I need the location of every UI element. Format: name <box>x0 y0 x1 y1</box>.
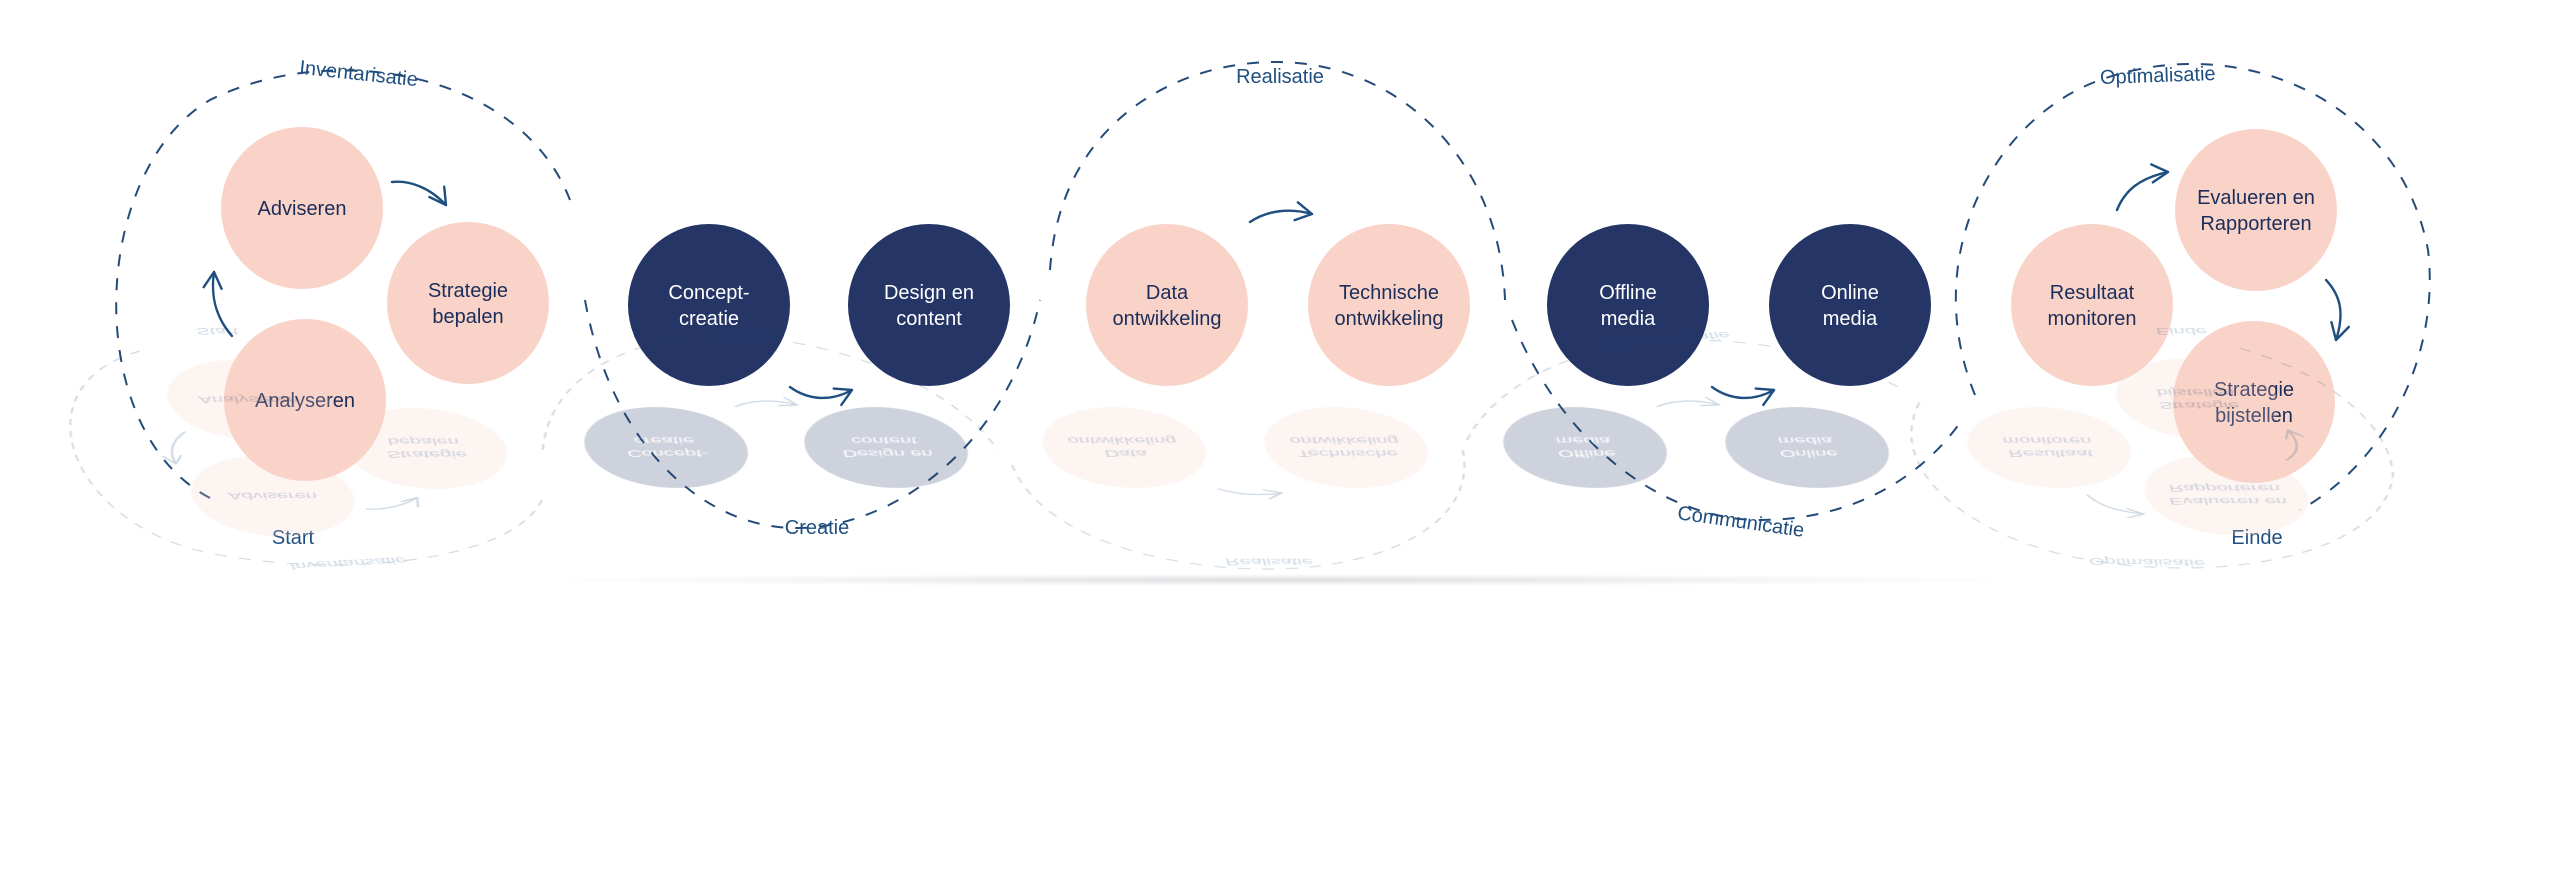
node-circle <box>848 224 1010 386</box>
arrow-adviseren-to-strategie <box>390 180 448 207</box>
arrow-evalueren-to-bijstellen <box>2324 278 2351 342</box>
phase-label-realisatie: Realisatie <box>1236 66 1324 88</box>
phase-label-communicatie: Communicatie <box>1676 502 1806 542</box>
arrow-concept-to-design <box>788 385 854 407</box>
node-analyseren: Analyseren <box>224 319 386 481</box>
phase-labels: Inventarisatie Realisatie OptimalisatieSta… <box>272 57 2283 549</box>
node-label: Adviseren <box>258 198 347 220</box>
node-label: bijstellen <box>2215 405 2293 427</box>
node-strategie-bepalen: Strategie bepalen <box>387 222 549 384</box>
flow-arrows <box>202 163 2351 407</box>
node-offline-media: Offline media <box>1547 224 1709 386</box>
node-resultaat-monitoren: Resultaat monitoren <box>2011 224 2173 386</box>
loop-creatie <box>584 299 1041 530</box>
loop-communicatie <box>1511 319 1963 522</box>
node-label: media <box>1823 308 1878 330</box>
phase-label-optimalisatie: Optimalisatie <box>2100 63 2216 89</box>
node-label: bepalen <box>432 306 503 328</box>
node-label: monitoren <box>2048 308 2137 330</box>
node-strategie-bijstellen: Strategie bijstellen <box>2173 321 2335 483</box>
phase-label-start: Start <box>272 527 315 549</box>
node-circle <box>2011 224 2173 386</box>
node-online-media: Online media <box>1769 224 1931 386</box>
node-circle <box>387 222 549 384</box>
node-label: Resultaat <box>2050 282 2135 304</box>
node-label: Strategie <box>428 280 508 302</box>
node-label: Technische <box>1339 282 1439 304</box>
node-label: Online <box>1821 282 1879 304</box>
node-circle <box>1547 224 1709 386</box>
node-technische-ontwikkeling: Technische ontwikkeling <box>1308 224 1470 386</box>
node-label: content <box>896 308 962 330</box>
node-adviseren: Adviseren <box>221 127 383 289</box>
arrow-resultaat-to-evalueren <box>2115 163 2170 212</box>
phase-label-inventarisatie: Inventarisatie <box>298 57 419 91</box>
dashed-loop-paths <box>115 60 2431 530</box>
arrow-offline-to-online <box>1710 385 1776 407</box>
loop-realisatie <box>1049 60 1506 301</box>
node-circle <box>224 319 386 481</box>
node-label: Evalueren en <box>2197 187 2315 209</box>
node-circle <box>2175 129 2337 291</box>
node-circle <box>221 127 383 289</box>
node-data-ontwikkeling: Data ontwikkeling <box>1086 224 1248 386</box>
loop-optimalisatie <box>1954 63 2431 511</box>
node-label: Strategie <box>2214 379 2294 401</box>
node-label: Data <box>1146 282 1189 304</box>
node-evalueren-en-rapporteren: Evalueren en Rapporteren <box>2175 129 2337 291</box>
node-label: Analyseren <box>255 390 355 412</box>
node-design-en-content: Design en content <box>848 224 1010 386</box>
node-circle <box>1308 224 1470 386</box>
node-label: media <box>1601 308 1656 330</box>
reflection-fade <box>0 590 2560 871</box>
node-circle <box>1086 224 1248 386</box>
node-label: ontwikkeling <box>1113 308 1222 330</box>
floor-shadow <box>560 574 2000 586</box>
node-circle <box>1769 224 1931 386</box>
loop-inventarisatie <box>115 69 571 499</box>
node-label: creatie <box>679 308 739 330</box>
node-label: Rapporteren <box>2200 213 2311 235</box>
node-circle <box>628 224 790 386</box>
phase-label-einde: Einde <box>2231 527 2282 549</box>
phase-label-creatie: Creatie <box>785 517 849 539</box>
arrow-analyseren-to-adviseren <box>202 270 234 338</box>
node-label: Concept- <box>668 282 749 304</box>
node-label: Design en <box>884 282 974 304</box>
node-concept-creatie: Concept-creatie <box>628 224 790 386</box>
node-label: ontwikkeling <box>1335 308 1444 330</box>
node-label: Offline <box>1599 282 1656 304</box>
node-circle <box>2173 321 2335 483</box>
arrow-data-to-technische <box>1248 201 1314 224</box>
